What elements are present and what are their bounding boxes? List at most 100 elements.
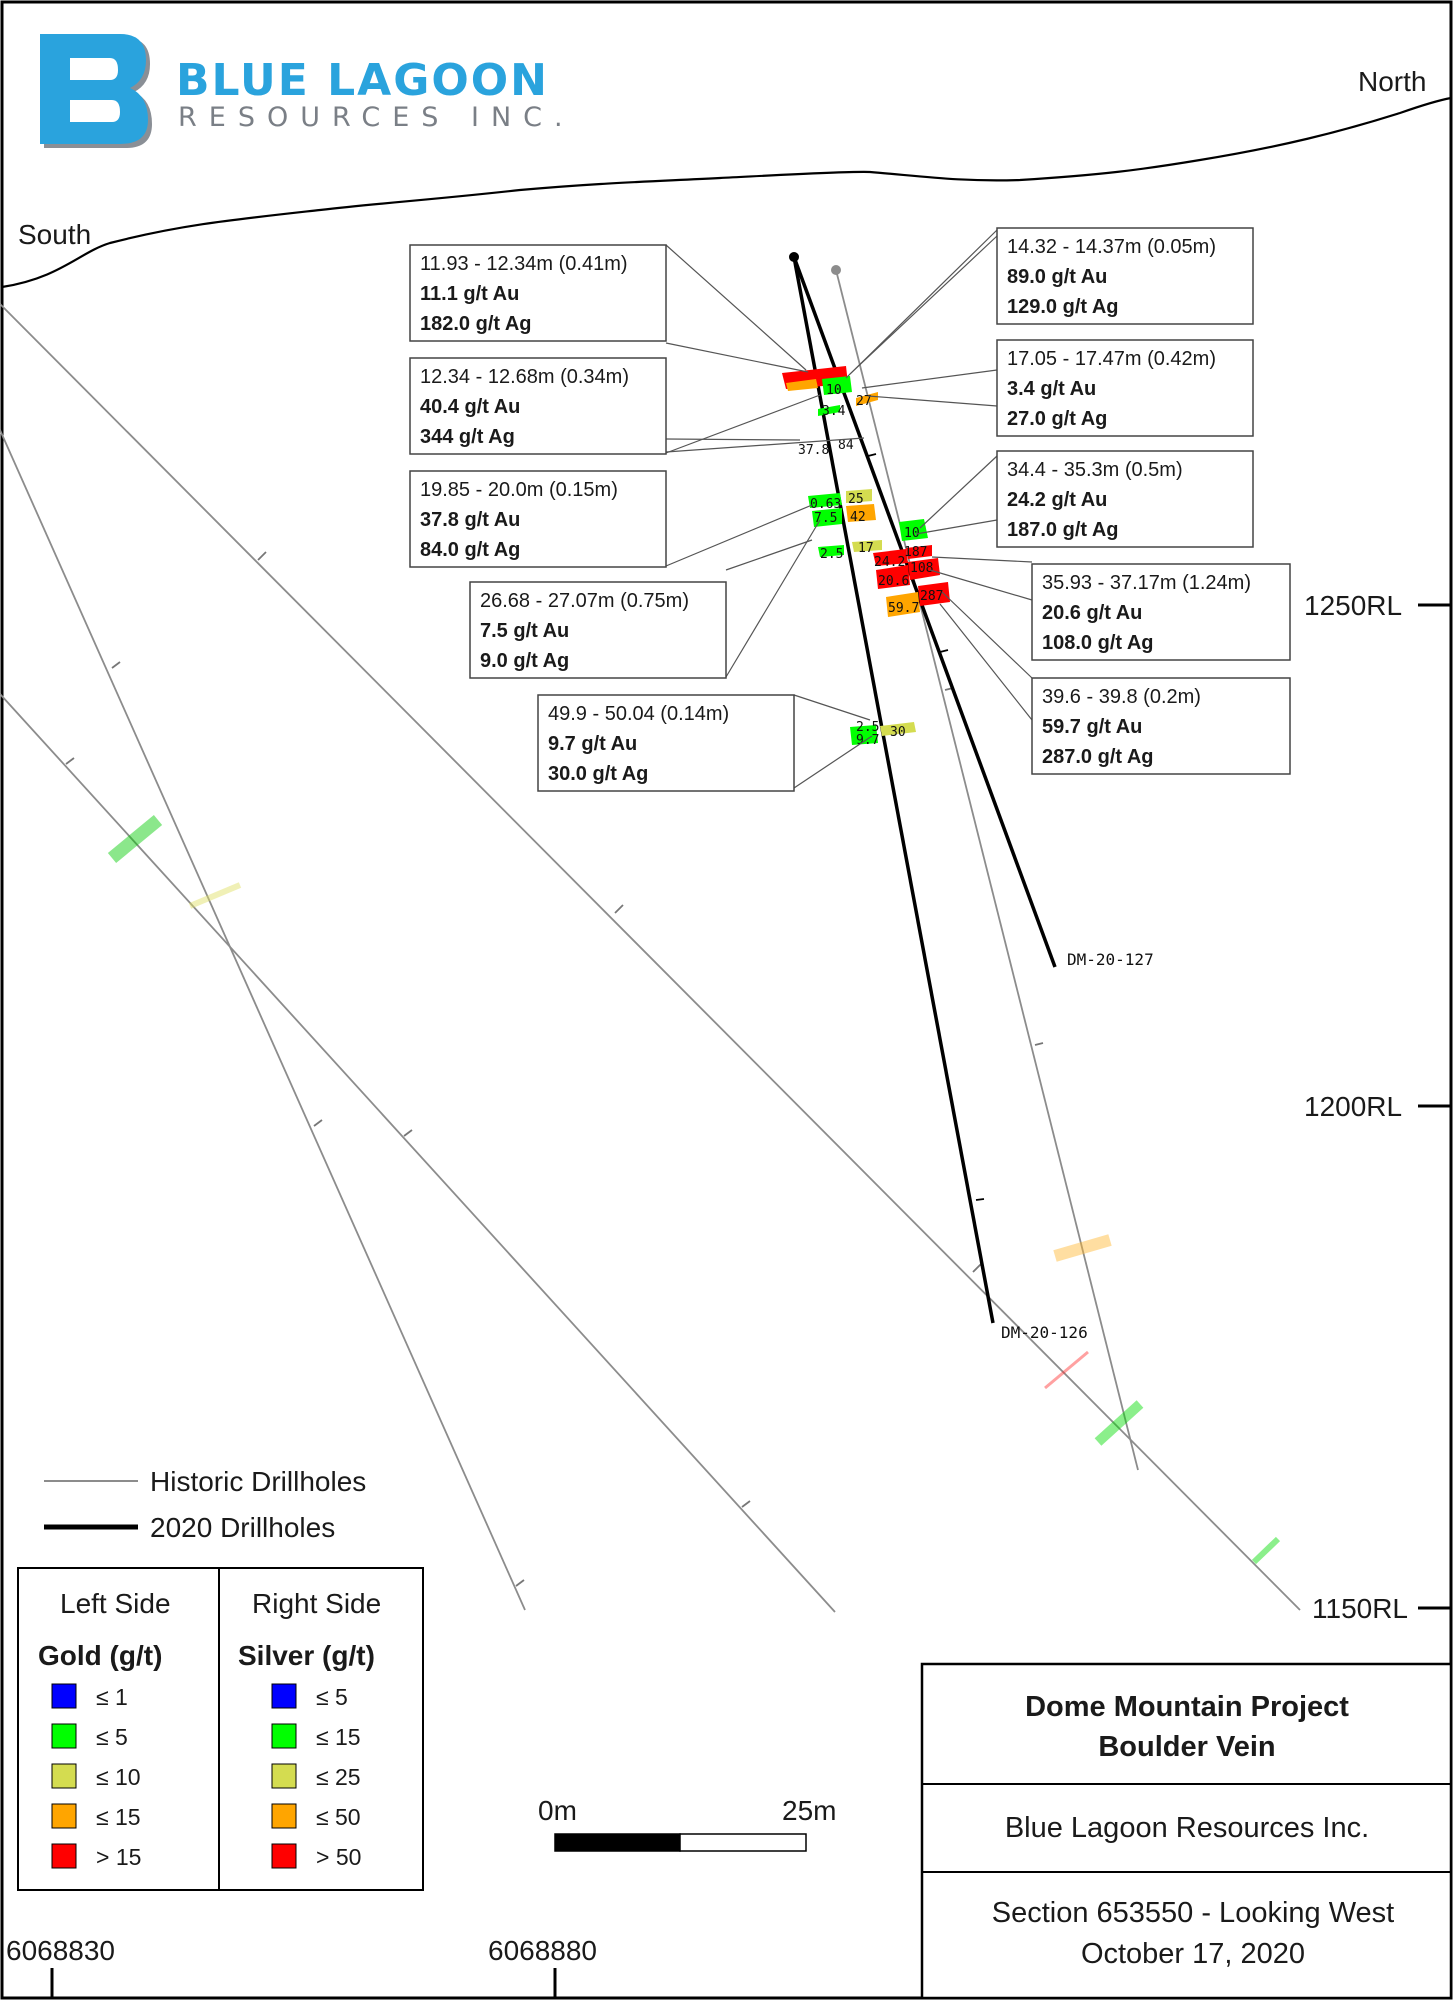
historic-intercept [1251,1536,1281,1565]
callout-gold: 20.6 g/t Au [1042,602,1142,624]
gold-swatch-label: ≤ 10 [96,1764,141,1790]
assay-label: 10 [904,526,920,541]
title-block-frame [920,1662,1453,2000]
line-legend: Historic Drillholes 2020 Drillholes [44,1466,366,1543]
depth-tick [515,1579,525,1587]
gold-swatch [51,1683,77,1709]
callout-silver: 182.0 g/t Ag [420,313,532,335]
historic-drillhole [0,693,836,1613]
hole-label-dm-20-126: DM-20-126 [1001,1323,1088,1342]
callout-box: 12.34 - 12.68m (0.34m) 40.4 g/t Au 344 g… [409,357,667,455]
drill-collar [789,252,799,262]
easting-axis: 6068830 6068880 [6,1935,597,1998]
callout-gold: 11.1 g/t Au [420,283,519,305]
historic-intercept [1053,1234,1112,1262]
callout-interval: 14.32 - 14.37m (0.05m) [1007,236,1216,258]
scale-start-label: 0m [538,1795,577,1826]
assay-bar-gold [876,565,910,589]
assay-bar-gold [812,508,842,527]
grade-legend: Left Side Right Side Gold (g/t) Silver (… [17,1567,424,1891]
callout-silver: 108.0 g/t Ag [1042,632,1154,654]
depth-tick [939,649,949,653]
callout-interval: 35.93 - 37.17m (1.24m) [1042,572,1251,594]
assay-label: 30 [890,725,906,740]
callout-silver: 30.0 g/t Ag [548,763,648,785]
silver-swatch-label: ≤ 5 [316,1684,348,1710]
logo-mark [40,34,148,144]
assay-bar-gold [850,725,878,745]
callout-silver: 344 g/t Ag [420,426,515,448]
callout-gold: 37.8 g/t Au [420,509,520,531]
assay-bar-silver [899,519,928,541]
depth-tick [65,757,75,765]
silver-swatch [271,1683,297,1709]
silver-swatch [271,1803,297,1829]
grade-legend-frame [17,1567,424,1891]
callout-interval: 12.34 - 12.68m (0.34m) [420,366,629,388]
callout-interval: 11.93 - 12.34m (0.41m) [420,253,628,275]
callout-gold: 9.7 g/t Au [548,733,637,755]
historic-drillhole [0,303,1301,1611]
callout-box: 11.93 - 12.34m (0.41m) 11.1 g/t Au 182.0… [409,244,667,342]
depth-tick [111,661,121,669]
gold-swatch [51,1763,77,1789]
assay-bar-gold [818,545,844,557]
callout-interval: 49.9 - 50.04 (0.14m) [548,703,729,725]
gold-swatch-label: ≤ 15 [96,1804,141,1830]
depth-tick [867,453,877,457]
callout-interval: 39.6 - 39.8 (0.2m) [1042,686,1201,708]
assay-label: 42 [850,510,866,525]
assay-label: 84 [838,438,854,453]
scale-bar: 0m 25m [538,1795,836,1852]
easting-label: 6068830 [6,1935,115,1966]
assay-label: 187 [904,545,927,560]
assay-label: 10 [826,383,842,398]
assay-label: 108 [910,561,933,576]
assay-label: 2.5 [820,547,843,562]
assay-label: 0.63 [810,497,841,512]
depth-tick [403,1129,413,1137]
gold-swatch-label: ≤ 1 [96,1684,128,1710]
assay-bar-silver [846,489,872,503]
callout-interval: 17.05 - 17.47m (0.42m) [1007,348,1216,370]
silver-swatch-label: ≤ 25 [316,1764,361,1790]
callout-silver: 84.0 g/t Ag [420,539,520,561]
logo-wordmark: BLUE LAGOON [176,55,549,106]
callout-box: 34.4 - 35.3m (0.5m) 24.2 g/t Au 187.0 g/… [996,450,1254,548]
depth-tick [1034,1042,1044,1046]
legend-gold-title: Gold (g/t) [38,1640,162,1671]
topography-surface [1,96,1452,289]
direction-south: South [18,219,91,250]
historic-collar [831,265,841,275]
assay-bar-silver [880,722,916,736]
callout-interval: 26.68 - 27.07m (0.75m) [480,590,689,612]
scale-segment-white [679,1833,807,1852]
depth-tick [257,551,267,561]
assay-bar-silver [846,504,876,522]
elevation-label: 1150RL [1312,1593,1408,1624]
assay-bar-gold [808,493,842,508]
callout-box: 19.85 - 20.0m (0.15m) 37.8 g/t Au 84.0 g… [409,470,667,568]
depth-tick [741,1500,751,1508]
easting-label: 6068880 [488,1935,597,1966]
assay-label: 59.7 [888,601,919,616]
silver-swatch [271,1763,297,1789]
callout-box: 14.32 - 14.37m (0.05m) 89.0 g/t Au 129.0… [996,227,1254,325]
silver-swatch-label: > 50 [316,1844,361,1870]
historic-intercept [107,814,163,864]
assay-bar-silver [852,540,882,552]
assay-label: 17 [858,541,874,556]
assay-label: 7.5 [814,511,837,526]
direction-north: North [1358,66,1426,97]
silver-swatch-label: ≤ 15 [316,1724,361,1750]
assay-label: 2.5 [856,720,879,735]
callout-silver: 9.0 g/t Ag [480,650,569,672]
assay-bar-gold [822,376,852,395]
assay-bar-gold [873,549,908,566]
legend-silver-title: Silver (g/t) [238,1640,375,1671]
project-title: Dome Mountain Project [1025,1691,1349,1723]
assay-label: 24.2 [874,555,905,570]
callout-box: 26.68 - 27.07m (0.75m) 7.5 g/t Au 9.0 g/… [469,581,727,679]
